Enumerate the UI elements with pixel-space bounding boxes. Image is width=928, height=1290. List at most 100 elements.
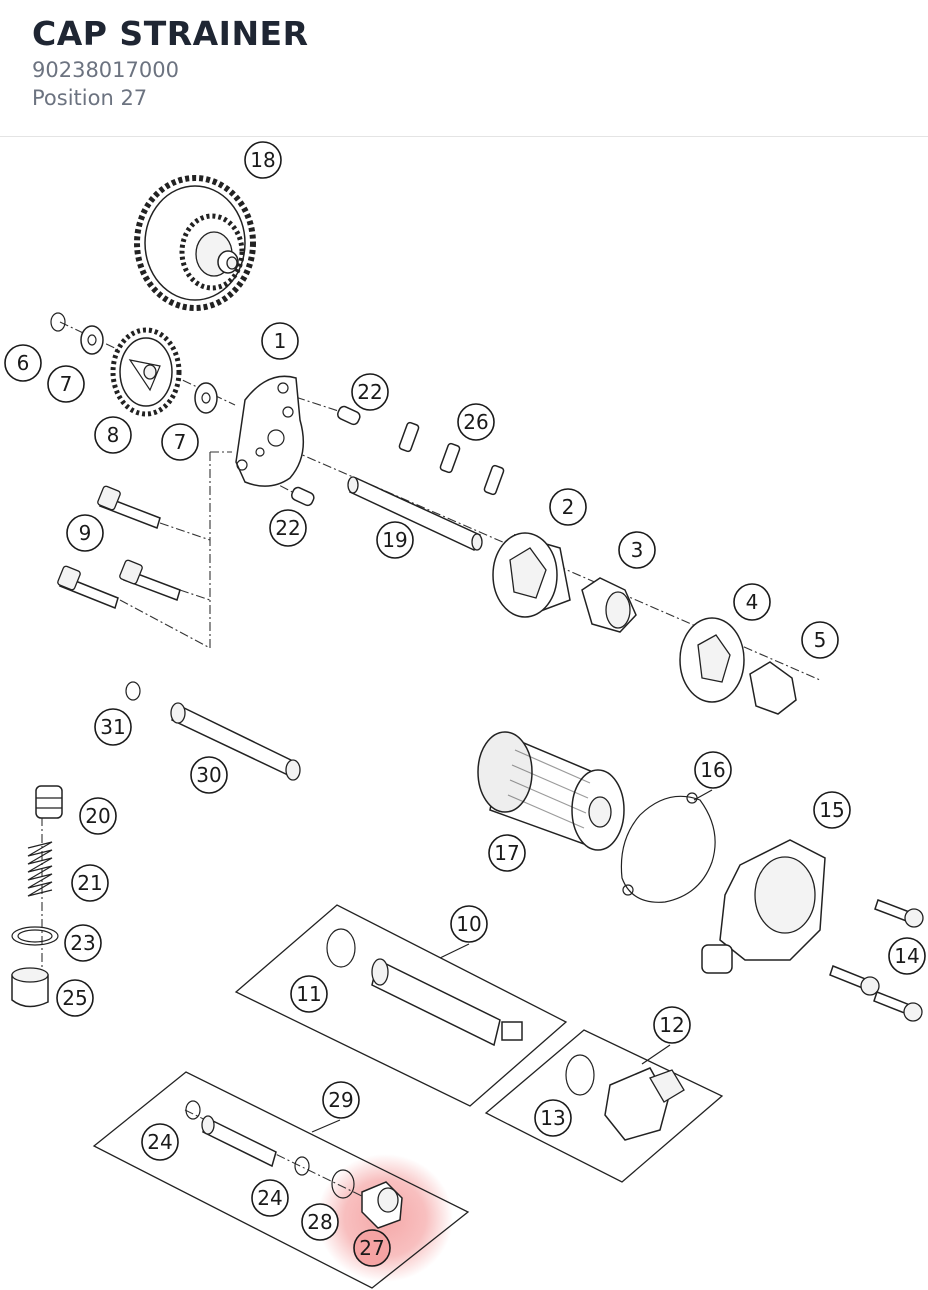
svg-text:7: 7 (174, 430, 187, 454)
oring-23 (11, 926, 59, 946)
svg-text:7: 7 (60, 372, 73, 396)
filter-cover-15 (701, 839, 826, 974)
oil-filter-17 (477, 731, 625, 851)
washer-7b (194, 382, 218, 414)
washer-7a (80, 325, 104, 355)
pump-housing-1 (235, 375, 305, 487)
callout-19[interactable]: 19 (376, 521, 414, 559)
svg-text:16: 16 (700, 758, 725, 782)
callout-13[interactable]: 13 (534, 1099, 572, 1137)
cap-strainer-27 (361, 1181, 403, 1229)
callout-14[interactable]: 14 (888, 937, 926, 975)
callout-16[interactable]: 16 (694, 751, 732, 789)
svg-text:31: 31 (100, 715, 125, 739)
callout-25[interactable]: 25 (56, 979, 94, 1017)
leader-lines (311, 789, 713, 1133)
callout-18[interactable]: 18 (244, 141, 282, 179)
svg-text:30: 30 (196, 763, 221, 787)
svg-text:22: 22 (357, 380, 382, 404)
shaft-30 (170, 702, 301, 781)
gear-8 (110, 327, 182, 417)
callout-22a[interactable]: 22 (351, 373, 389, 411)
callout-2[interactable]: 2 (549, 488, 587, 526)
callout-4[interactable]: 4 (733, 583, 771, 621)
svg-text:17: 17 (494, 841, 519, 865)
exploded-parts-diagram: 18 1 6 7 8 7 22 26 22 19 2 3 9 4 5 31 30… (4, 141, 926, 1289)
header: CAP STRAINER 90238017000 Position 27 (0, 0, 928, 137)
svg-text:10: 10 (456, 912, 481, 936)
callout-1[interactable]: 1 (261, 322, 299, 360)
page-title: CAP STRAINER (32, 14, 309, 53)
svg-text:20: 20 (85, 804, 110, 828)
part-number: 90238017000 (32, 58, 179, 82)
callout-29[interactable]: 29 (322, 1081, 360, 1119)
svg-text:18: 18 (250, 148, 275, 172)
callout-31[interactable]: 31 (94, 708, 132, 746)
callout-21[interactable]: 21 (71, 864, 109, 902)
callout-26[interactable]: 26 (457, 403, 495, 441)
frame-10 (234, 904, 568, 1107)
circlip-6 (50, 312, 66, 332)
callout-15[interactable]: 15 (813, 791, 851, 829)
callout-5[interactable]: 5 (801, 621, 839, 659)
callout-11[interactable]: 11 (290, 975, 328, 1013)
callout-30[interactable]: 30 (190, 756, 228, 794)
svg-text:29: 29 (328, 1088, 353, 1112)
svg-text:1: 1 (274, 329, 287, 353)
frame-29 (92, 1071, 470, 1289)
svg-text:14: 14 (894, 944, 919, 968)
callout-27-highlighted[interactable]: 27 (353, 1229, 391, 1267)
svg-text:8: 8 (107, 423, 120, 447)
svg-text:2: 2 (562, 495, 575, 519)
callout-17[interactable]: 17 (488, 834, 526, 872)
callout-24b[interactable]: 24 (251, 1179, 289, 1217)
svg-text:5: 5 (814, 628, 827, 652)
callout-7a[interactable]: 7 (47, 365, 85, 403)
svg-text:9: 9 (79, 521, 92, 545)
svg-text:19: 19 (382, 528, 407, 552)
bushing-25 (11, 967, 49, 1008)
svg-text:13: 13 (540, 1106, 565, 1130)
gasket-16 (620, 792, 716, 903)
plunger-20 (35, 785, 63, 819)
callout-3[interactable]: 3 (618, 531, 656, 569)
svg-text:15: 15 (819, 798, 844, 822)
oring-31 (125, 681, 141, 701)
svg-text:21: 21 (77, 871, 102, 895)
rotor-2 (492, 532, 571, 618)
inner-rotor-3 (581, 577, 637, 633)
callout-20[interactable]: 20 (79, 797, 117, 835)
callout-22b[interactable]: 22 (269, 509, 307, 547)
callout-28[interactable]: 28 (301, 1203, 339, 1241)
callout-7b[interactable]: 7 (161, 423, 199, 461)
position-label: Position 27 (32, 86, 148, 110)
svg-text:12: 12 (659, 1013, 684, 1037)
bolts-9 (57, 485, 181, 610)
svg-text:22: 22 (275, 516, 300, 540)
callout-8[interactable]: 8 (94, 416, 132, 454)
callout-24a[interactable]: 24 (141, 1123, 179, 1161)
callout-6[interactable]: 6 (4, 344, 42, 382)
callout-9[interactable]: 9 (66, 514, 104, 552)
svg-text:26: 26 (463, 410, 488, 434)
callout-12[interactable]: 12 (653, 1006, 691, 1044)
svg-text:4: 4 (746, 590, 759, 614)
svg-text:24: 24 (147, 1130, 172, 1154)
svg-text:6: 6 (17, 351, 30, 375)
svg-text:28: 28 (307, 1210, 332, 1234)
bolts-14 (829, 899, 924, 1022)
callout-10[interactable]: 10 (450, 905, 488, 943)
pins-26 (398, 421, 505, 496)
svg-text:11: 11 (296, 982, 321, 1006)
inner-rotor-5 (749, 661, 797, 715)
svg-text:27: 27 (359, 1236, 384, 1260)
dowel-22b (290, 486, 315, 507)
callout-23[interactable]: 23 (64, 924, 102, 962)
rotor-4 (679, 617, 745, 703)
svg-text:23: 23 (70, 931, 95, 955)
shaft-19 (347, 476, 483, 552)
svg-text:25: 25 (62, 986, 87, 1010)
dowel-22a (336, 405, 361, 426)
frame-12 (484, 1029, 724, 1183)
svg-text:3: 3 (631, 538, 644, 562)
